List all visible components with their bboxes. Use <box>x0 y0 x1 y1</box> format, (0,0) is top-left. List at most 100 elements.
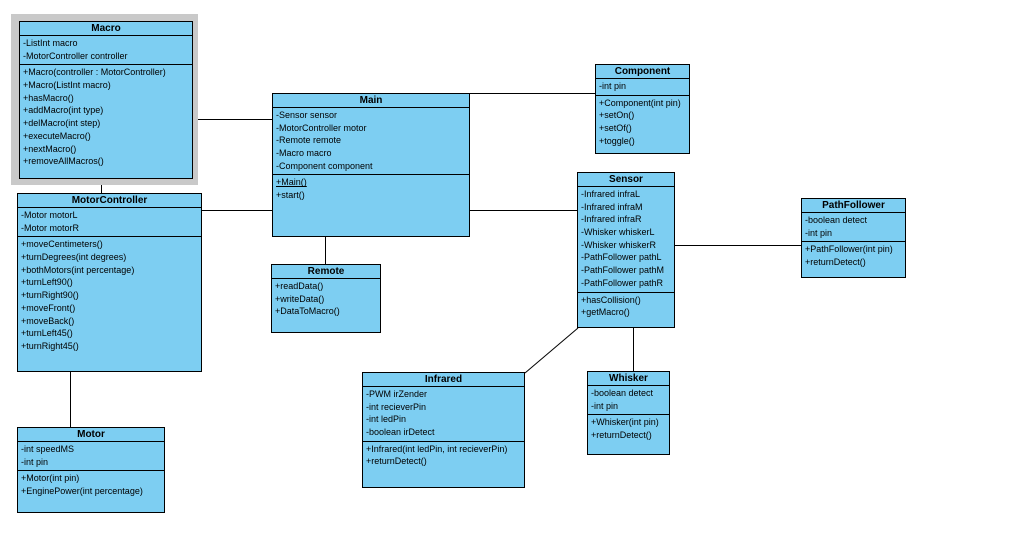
attribute-line: -int ledPin <box>366 414 407 425</box>
attributes-compartment: -int pin <box>596 79 689 96</box>
methods-compartment: +hasCollision() +getMacro() <box>578 293 674 321</box>
attribute-line: -Component component <box>276 160 373 171</box>
method-line: +Macro(controller : MotorController) <box>23 67 166 78</box>
method-line: +nextMacro() <box>23 143 77 154</box>
attribute-line: -PWM irZender <box>366 389 428 399</box>
attribute-line: -Motor motorR <box>21 222 80 233</box>
class-title: Sensor <box>578 173 674 187</box>
class-box-infrared[interactable]: Infrared -PWM irZender -int recieverPin … <box>362 372 525 488</box>
methods-compartment: +Motor(int pin) +EnginePower(int percent… <box>18 471 164 499</box>
method-line: +setOf() <box>599 123 632 134</box>
class-box-component[interactable]: Component -int pin +Component(int pin) +… <box>595 64 690 154</box>
method-line: +toggle() <box>599 135 635 146</box>
method-line: +turnRight45() <box>21 340 79 351</box>
method-line: +moveBack() <box>21 315 75 326</box>
methods-compartment: +Macro(controller : MotorController) +Ma… <box>20 65 192 170</box>
attributes-compartment: -boolean detect -int pin <box>802 213 905 243</box>
attributes-compartment: -boolean detect -int pin <box>588 386 669 416</box>
method-line: +moveFront() <box>21 302 76 313</box>
method-line: +returnDetect() <box>805 257 866 268</box>
method-line-static: +Main() <box>276 177 307 188</box>
attribute-line: -MotorController motor <box>276 122 367 133</box>
attributes-compartment: -Infrared infraL -Infrared infraM -Infra… <box>578 187 674 293</box>
method-line: +Infrared(int ledPin, int recieverPin) <box>366 443 508 454</box>
method-line: +EnginePower(int percentage) <box>21 486 143 497</box>
attributes-compartment: -PWM irZender -int recieverPin -int ledP… <box>363 387 524 442</box>
class-box-sensor[interactable]: Sensor -Infrared infraL -Infrared infraM… <box>577 172 675 328</box>
attribute-line: -int pin <box>805 227 833 238</box>
methods-compartment: +Whisker(int pin) +returnDetect() <box>588 415 669 443</box>
method-line: +Motor(int pin) <box>21 473 80 484</box>
attribute-line: -boolean irDetect <box>366 427 435 438</box>
class-title: PathFollower <box>802 199 905 213</box>
class-box-macro[interactable]: Macro -ListInt macro -MotorController co… <box>19 21 193 179</box>
method-line: +moveCentimeters() <box>21 239 103 250</box>
method-line: +turnDegrees(int degrees) <box>21 252 127 263</box>
method-line: +Whisker(int pin) <box>591 417 659 428</box>
class-box-main[interactable]: Main -Sensor sensor -MotorController mot… <box>272 93 470 237</box>
method-line: +setOn() <box>599 110 635 121</box>
method-line: +PathFollower(int pin) <box>805 244 893 255</box>
attribute-line: -Infrared infraL <box>581 189 641 199</box>
class-title: MotorController <box>18 194 201 208</box>
class-title: Remote <box>272 265 380 279</box>
method-line: +turnLeft90() <box>21 277 73 288</box>
attribute-line: -int pin <box>599 81 627 91</box>
attribute-line: -ListInt macro <box>23 38 78 48</box>
attribute-line: -Remote remote <box>276 135 342 146</box>
attributes-compartment: -int speedMS -int pin <box>18 442 164 472</box>
methods-compartment: +PathFollower(int pin) +returnDetect() <box>802 242 905 270</box>
method-line: +executeMacro() <box>23 130 91 141</box>
attribute-line: -Infrared infraM <box>581 201 643 212</box>
method-line: +start() <box>276 190 305 201</box>
attributes-compartment: -Motor motorL -Motor motorR <box>18 208 201 238</box>
attribute-line: -Macro macro <box>276 148 332 159</box>
methods-compartment: +moveCentimeters() +turnDegrees(int degr… <box>18 237 201 354</box>
attribute-line: -Sensor sensor <box>276 110 338 120</box>
attributes-compartment: -ListInt macro -MotorController controll… <box>20 36 192 66</box>
method-line: +readData() <box>275 281 324 291</box>
class-title: Whisker <box>588 372 669 386</box>
class-title: Component <box>596 65 689 79</box>
method-line: +hasCollision() <box>581 294 641 305</box>
class-box-motor[interactable]: Motor -int speedMS -int pin +Motor(int p… <box>17 427 165 513</box>
class-box-pathfollower[interactable]: PathFollower -boolean detect -int pin +P… <box>801 198 906 278</box>
class-title: Infrared <box>363 373 524 387</box>
attribute-line: -boolean detect <box>805 215 868 225</box>
relation-sensor-infrared[interactable] <box>524 327 579 374</box>
attribute-line: -int pin <box>591 400 619 411</box>
class-title: Macro <box>20 22 192 36</box>
method-line: +removeAllMacros() <box>23 156 104 167</box>
method-line: +returnDetect() <box>366 456 427 467</box>
class-box-whisker[interactable]: Whisker -boolean detect -int pin +Whiske… <box>587 371 670 455</box>
method-line: +Component(int pin) <box>599 97 681 108</box>
methods-compartment: +Main() +start() <box>273 175 469 203</box>
class-title: Motor <box>18 428 164 442</box>
method-line: +returnDetect() <box>591 430 652 441</box>
attribute-line: -MotorController controller <box>23 50 128 61</box>
attribute-line: -PathFollower pathL <box>581 252 662 263</box>
attribute-line: -Whisker whiskerL <box>581 227 655 238</box>
method-line: +delMacro(int step) <box>23 118 101 129</box>
method-line: +Macro(ListInt macro) <box>23 80 111 91</box>
method-line: +addMacro(int type) <box>23 105 104 116</box>
attributes-compartment: -Sensor sensor -MotorController motor -R… <box>273 108 469 176</box>
methods-compartment: +Component(int pin) +setOn() +setOf() +t… <box>596 96 689 150</box>
attribute-line: -PathFollower pathR <box>581 277 664 288</box>
class-box-motorcontroller[interactable]: MotorController -Motor motorL -Motor mot… <box>17 193 202 372</box>
attribute-line: -PathFollower pathM <box>581 265 665 276</box>
method-line: +writeData() <box>275 293 325 304</box>
method-line: +bothMotors(int percentage) <box>21 264 135 275</box>
attribute-line: -int speedMS <box>21 444 75 454</box>
attribute-line: -int recieverPin <box>366 401 427 412</box>
class-box-remote[interactable]: Remote +readData() +writeData() +DataToM… <box>271 264 381 333</box>
method-line: +getMacro() <box>581 307 630 318</box>
method-line: +hasMacro() <box>23 92 74 103</box>
method-line: +turnRight90() <box>21 290 79 301</box>
attribute-line: -Motor motorL <box>21 210 78 220</box>
method-line: +turnLeft45() <box>21 328 73 339</box>
methods-compartment: +Infrared(int ledPin, int recieverPin) +… <box>363 442 524 470</box>
method-line: +DataToMacro() <box>275 306 340 317</box>
